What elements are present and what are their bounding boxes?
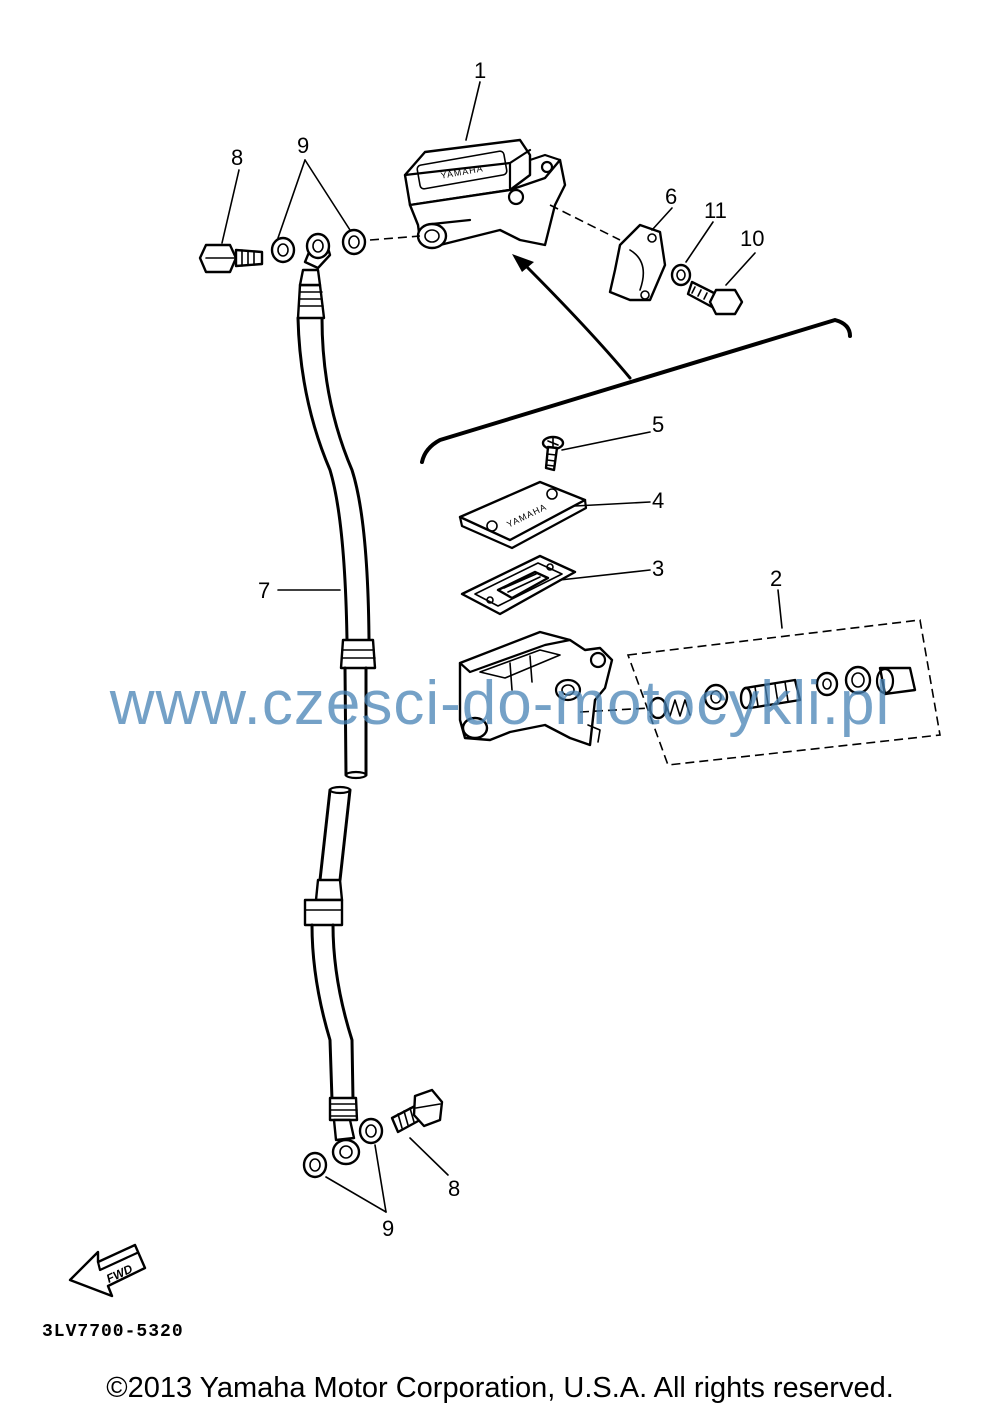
copyright-notice: ©2013 Yamaha Motor Corporation, U.S.A. A… bbox=[106, 1372, 894, 1404]
callout-1: 1 bbox=[474, 58, 486, 83]
alignment-line bbox=[579, 707, 651, 713]
washer-11 bbox=[670, 263, 692, 287]
washer-9-bottom-right bbox=[358, 1117, 384, 1145]
assembly-arrow bbox=[520, 260, 632, 380]
callout-10: 10 bbox=[740, 226, 764, 251]
section-divider bbox=[420, 318, 852, 464]
diaphragm-3 bbox=[460, 554, 577, 616]
callout-8-top: 8 bbox=[231, 145, 243, 170]
master-cylinder-body bbox=[458, 630, 614, 747]
callout-8-bottom: 8 bbox=[448, 1176, 460, 1201]
washer-9-top-left bbox=[270, 236, 296, 264]
callout-6: 6 bbox=[665, 184, 677, 209]
kit-box bbox=[626, 619, 941, 766]
arrow-head bbox=[512, 254, 534, 272]
reservoir-cap-4: YAMAHA bbox=[458, 480, 588, 550]
leader-lines bbox=[221, 81, 783, 1213]
watermark: www.czesci-do-motocykli.pl bbox=[109, 669, 891, 738]
callout-3: 3 bbox=[652, 556, 664, 581]
piston-kit-2 bbox=[648, 665, 917, 720]
alignment-line bbox=[549, 204, 621, 241]
clamp-bracket bbox=[608, 223, 667, 302]
alignment-line bbox=[369, 235, 421, 241]
diagram-code: 3LV7700-5320 bbox=[42, 1322, 184, 1342]
banjo-bolt-8-bottom bbox=[390, 1088, 444, 1134]
callout-5: 5 bbox=[652, 412, 664, 437]
bolt-10 bbox=[686, 280, 744, 316]
fwd-arrow-icon: FWD bbox=[68, 1243, 147, 1298]
master-cylinder-assembly: YAMAHA bbox=[403, 138, 567, 250]
callout-7: 7 bbox=[258, 578, 270, 603]
callout-2: 2 bbox=[770, 566, 782, 591]
callout-11: 11 bbox=[704, 198, 727, 223]
callout-9-top: 9 bbox=[297, 133, 309, 158]
brake-hose-7 bbox=[296, 232, 377, 1166]
callout-4: 4 bbox=[652, 488, 664, 513]
callout-9-bottom: 9 bbox=[382, 1216, 394, 1241]
washer-9-bottom-left bbox=[302, 1151, 328, 1179]
banjo-bolt-8-top bbox=[198, 243, 264, 274]
washer-9-top-right bbox=[341, 228, 367, 256]
screw-5 bbox=[541, 435, 565, 472]
